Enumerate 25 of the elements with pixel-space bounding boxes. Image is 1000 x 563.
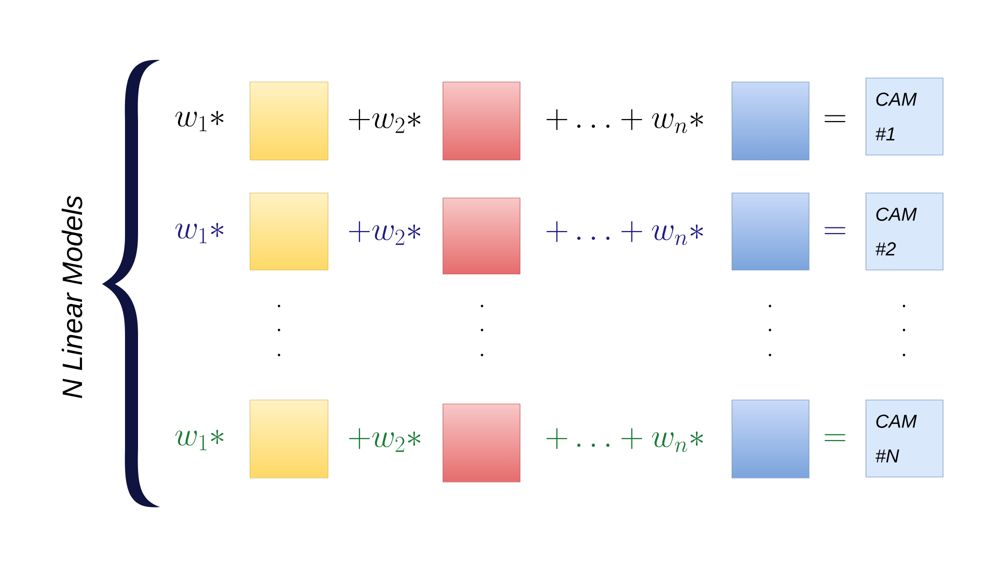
gradient-square: [442, 198, 520, 274]
formula-term: $+w_2 *$: [349, 428, 420, 452]
formula-term: $+w_2 *$: [349, 109, 420, 133]
gradient-square: [250, 82, 328, 160]
gradient-square: [442, 82, 520, 160]
gradient-square: [442, 404, 520, 482]
cam-box: CAM #1: [866, 78, 944, 156]
cam-box: CAM #2: [866, 192, 944, 270]
gradient-square: [250, 192, 328, 270]
formula-term: $+ \dots + w_n *$: [546, 428, 703, 452]
formula-term: $w_1 *$: [175, 222, 224, 244]
gradient-square: [732, 400, 810, 478]
formula-term: $=$: [824, 115, 846, 122]
formula-term: $=$: [824, 434, 846, 442]
gradient-square: [732, 192, 810, 270]
formula-term: $+ \dots + w_n *$: [546, 221, 703, 246]
formula-term: $w_1 *$: [175, 430, 224, 450]
side-label: N Linear Models: [62, 196, 82, 398]
formula-term: $w_1 *$: [175, 110, 224, 132]
formula-term: $+w_2 *$: [349, 221, 420, 245]
gradient-square: [250, 400, 328, 478]
formula-term: $=$: [824, 227, 846, 234]
gradient-square: [732, 82, 810, 160]
formula-term: $+ \dots + w_n *$: [546, 109, 703, 134]
cam-box: CAM #N: [866, 400, 944, 478]
